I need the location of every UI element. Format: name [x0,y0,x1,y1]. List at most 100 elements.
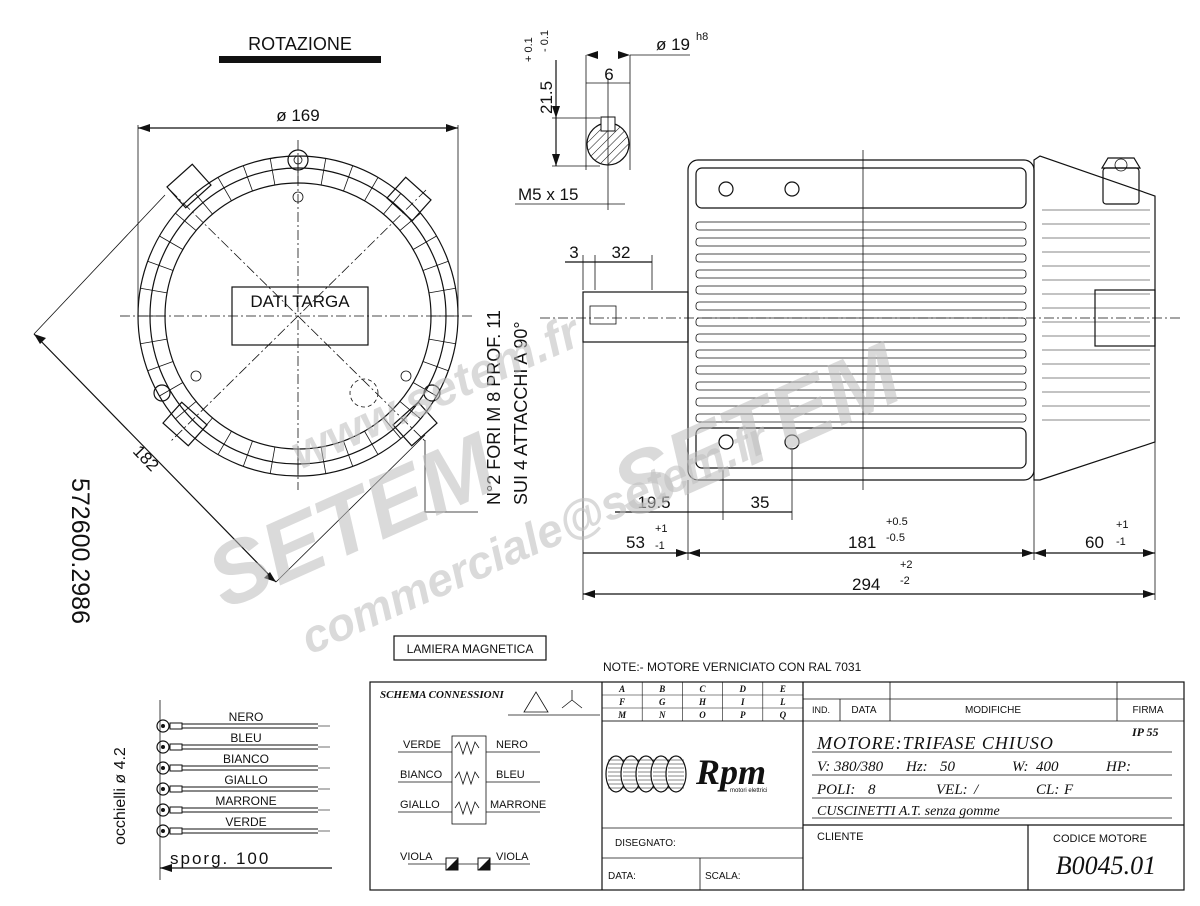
grid-letter: E [779,684,786,694]
thread-label: M5 x 15 [518,185,578,204]
schema-right-2: MARRONE [490,799,546,811]
dim-3: 3 [569,243,578,262]
title-block: SCHEMA CONNESSIONI VERDE BIANCO GIALLO N… [369,681,1185,891]
rotation-label: ROTAZIONE [248,34,352,54]
wire-label-giallo: GIALLO [224,773,267,787]
data-label: DATA: [608,871,636,882]
grid-letter: I [740,697,745,707]
dim-60-tol-m: -1 [1116,536,1126,548]
wire-label-bleu: BLEU [230,731,261,745]
dim-53: 53 [626,533,645,552]
dim-181-tol-m: -0.5 [886,532,905,544]
grid-letter: N [658,710,666,720]
ip-rating: IP 55 [1131,725,1159,739]
eyelet-label: occhielli ø 4.2 [112,747,129,845]
part-number: 572600.2986 [66,478,94,624]
firma-header: FIRMA [1132,705,1163,716]
shaft-section: ø 19 h8 6 21.5 + 0.1 - 0.1 M5 x 15 [515,30,708,210]
bearings-text: CUSCINETTI A.T. senza gomme [817,804,1000,819]
cl-value: F [1063,782,1074,798]
vel-label: VEL: [936,782,968,798]
wire-label-verde: VERDE [225,815,266,829]
grid-letter: M [617,710,627,720]
dim-181: 181 [848,533,876,552]
wire-label-bianco: BIANCO [223,752,269,766]
hz-label: Hz: [905,759,928,775]
grid-letter: B [658,684,665,694]
front-diameter-label: ø 169 [276,106,319,125]
lamiera-box [393,635,547,661]
dim-32: 32 [612,243,631,262]
brand-sub: motori elettrici [730,788,767,794]
modifiche-header: MODIFICHE [965,705,1021,716]
nameplate-box [231,286,369,346]
schema-right-1: BLEU [496,769,525,781]
poli-value: 8 [868,782,876,798]
holes-note-line1: N°2 FORI M 8 PROF. 11 [484,310,504,505]
dim-19-5: 19.5 [637,493,670,512]
scala-label: SCALA: [705,871,741,882]
shaft-dia-label: ø 19 [656,35,690,54]
dim-53-tol-p: +1 [655,523,668,535]
volt-label: V: [817,759,830,775]
schema-left-1: BIANCO [400,769,443,781]
nameplate-label: DATI TARGA [250,292,350,311]
top-lug [287,149,309,171]
motor-type: MOTORE:TRIFASE CHIUSO [816,733,1054,753]
brand-name: Rpm [695,752,766,792]
poli-label: POLI: [816,782,855,798]
attachment-block [166,163,212,209]
cliente-label: CLIENTE [817,831,863,843]
hp-label: HP: [1105,759,1131,775]
diag-dimension: 182 [129,442,162,476]
schema-left-2: GIALLO [400,799,440,811]
key-width-label: 6 [604,65,613,84]
codice-label: CODICE MOTORE [1053,833,1147,845]
w-label: W: [1012,759,1029,775]
dim-35: 35 [751,493,770,512]
disegnato-label: DISEGNATO: [615,838,676,849]
viola-left: VIOLA [400,851,433,863]
shaft-height-tol-top: + 0.1 [523,37,535,62]
wire-bundle: occhielli ø 4.2 NEROBLEUBIANCOGIALLOMARR… [112,700,332,880]
volt-value: 380/380 [833,759,884,775]
grid-letter: C [699,684,706,694]
schema-title: SCHEMA CONNESSIONI [380,689,505,701]
note-text: NOTE:- MOTORE VERNICIATO CON RAL 7031 [603,660,862,674]
grid-letter: P [740,710,746,720]
dim-53-tol-m: -1 [655,540,665,552]
grid-letter: A [618,684,625,694]
lamiera-label: LAMIERA MAGNETICA [407,642,534,656]
dim-60: 60 [1085,533,1104,552]
shaft-height-label: 21.5 [537,81,556,114]
vel-value: / [973,782,980,798]
grid-letter: L [779,697,786,707]
grid-letter: D [738,684,746,694]
shaft-dia-tol: h8 [696,31,708,43]
dim-60-tol-p: +1 [1116,519,1129,531]
rpm-logo: Rpm motori elettrici [605,752,767,794]
cl-label: CL: [1036,782,1059,798]
rotation-bar [219,56,381,63]
dim-294-tol-m: -2 [900,575,910,587]
grid-letter: H [698,697,707,707]
ind-header: IND. [812,705,830,715]
protrusion-label: sporg. 100 [170,849,270,868]
data-header: DATA [851,705,877,716]
viola-right: VIOLA [496,851,529,863]
schema-right-0: NERO [496,739,528,751]
holes-note-line2: SUI 4 ATTACCHI A 90° [511,321,531,505]
grid-letter: Q [780,710,787,720]
dim-294: 294 [852,575,880,594]
hz-value: 50 [940,759,956,775]
dim-294-tol-p: +2 [900,559,913,571]
shaft-height-tol-bottom: - 0.1 [539,30,551,52]
w-value: 400 [1036,759,1059,775]
side-view: 3 32 19.5 35 53 +1 -1 181 +0.5 -0.5 60 +… [540,150,1180,600]
cable-gland [1102,167,1140,205]
codice-value: B0045.01 [1056,851,1156,880]
grid-letter: O [699,710,706,720]
grid-letter: G [659,697,666,707]
